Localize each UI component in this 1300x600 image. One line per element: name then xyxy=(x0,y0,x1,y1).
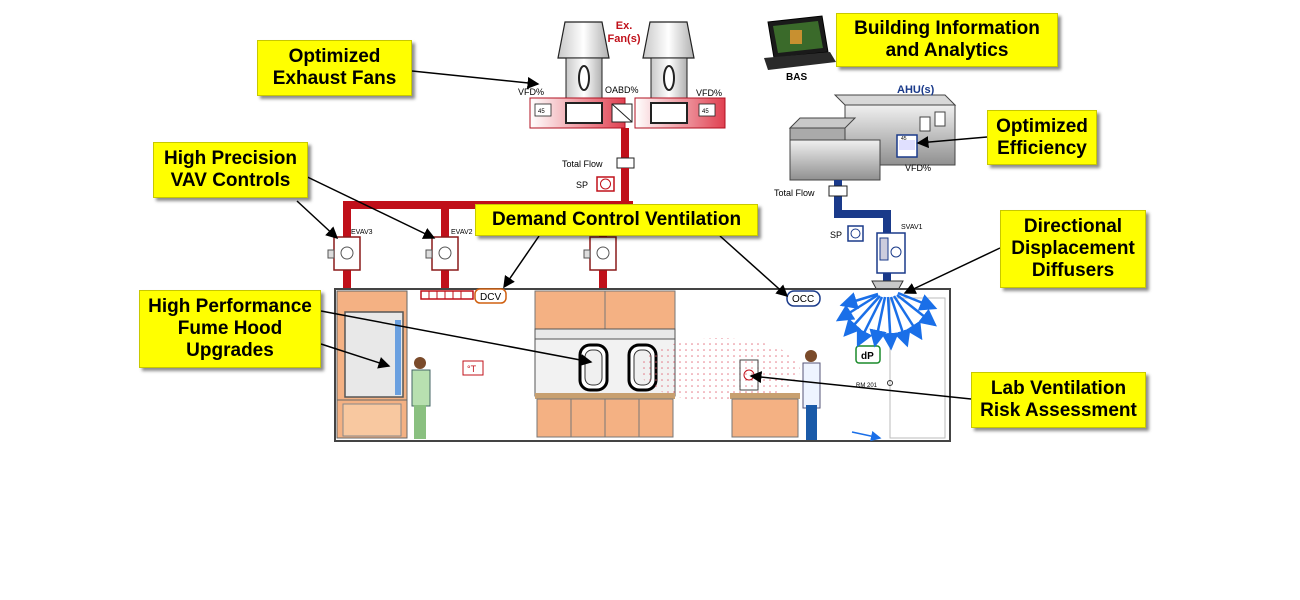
lab-worker-right xyxy=(802,350,821,440)
callout-risk-assessment: Lab Ventilation Risk Assessment xyxy=(971,372,1146,428)
temperature-label: °T xyxy=(467,364,477,374)
bas-label: BAS xyxy=(786,72,807,83)
ahu-label: AHU(s) xyxy=(897,84,935,96)
callout-optimized-efficiency: Optimized Efficiency xyxy=(987,110,1097,165)
evav2-box xyxy=(425,236,459,271)
callout-displacement-diffusers: Directional Displacement Diffusers xyxy=(1000,210,1146,288)
dcv-exhaust-grille xyxy=(420,290,474,300)
vfd-ahu-value: 45 xyxy=(901,136,907,142)
bas-monitor xyxy=(764,15,836,70)
total-flow-supply-label: Total Flow xyxy=(774,188,815,198)
total-flow-exhaust-label: Total Flow xyxy=(562,159,603,169)
svav1-label: SVAV1 xyxy=(901,224,923,231)
exhaust-fans xyxy=(529,21,726,208)
sp-supply-label: SP xyxy=(830,230,842,240)
temperature-sensor xyxy=(462,360,484,376)
dcv-sensor xyxy=(474,288,507,304)
callout-optimized-exhaust-fans: Optimized Exhaust Fans xyxy=(257,40,412,96)
callout-pointers xyxy=(296,70,1001,400)
evav1-box xyxy=(583,236,617,271)
evav2-label: EVAV2 xyxy=(451,229,473,236)
callout-fume-hood-upgrades: High Performance Fume Hood Upgrades xyxy=(139,290,321,368)
ex-fans-label-2: Fan(s) xyxy=(608,33,641,45)
contaminant-plume xyxy=(640,338,800,402)
evav3-box xyxy=(327,236,361,271)
callout-vav-controls: High Precision VAV Controls xyxy=(153,142,308,198)
callout-demand-control-ventilation: Demand Control Ventilation xyxy=(475,204,758,236)
callout-building-information: Building Information and Analytics xyxy=(836,13,1058,67)
occupancy-sensor xyxy=(786,290,821,307)
vfd-right-value: 45 xyxy=(702,109,709,115)
lab-worker-left xyxy=(411,357,431,439)
occ-label: OCC xyxy=(792,294,814,305)
vfd-ahu-label: VFD% xyxy=(905,163,931,173)
dp-label: dP xyxy=(861,351,874,362)
ex-fans-label: Ex. xyxy=(616,20,633,32)
dcv-label: DCV xyxy=(480,292,501,303)
diffuser-airflow-arrows xyxy=(835,291,938,351)
vfd-right-label: VFD% xyxy=(696,88,722,98)
vfd-left-label: VFD% xyxy=(518,87,544,97)
sp-exhaust-label: SP xyxy=(576,180,588,190)
vfd-left-value: 45 xyxy=(538,109,545,115)
ahu-unit xyxy=(788,94,957,293)
room-number-label: RM 201 xyxy=(856,383,878,389)
room-door xyxy=(889,297,946,439)
fume-hood-left xyxy=(336,290,408,439)
evav3-label: EVAV3 xyxy=(351,229,373,236)
oabd-label: OABD% xyxy=(605,85,639,95)
